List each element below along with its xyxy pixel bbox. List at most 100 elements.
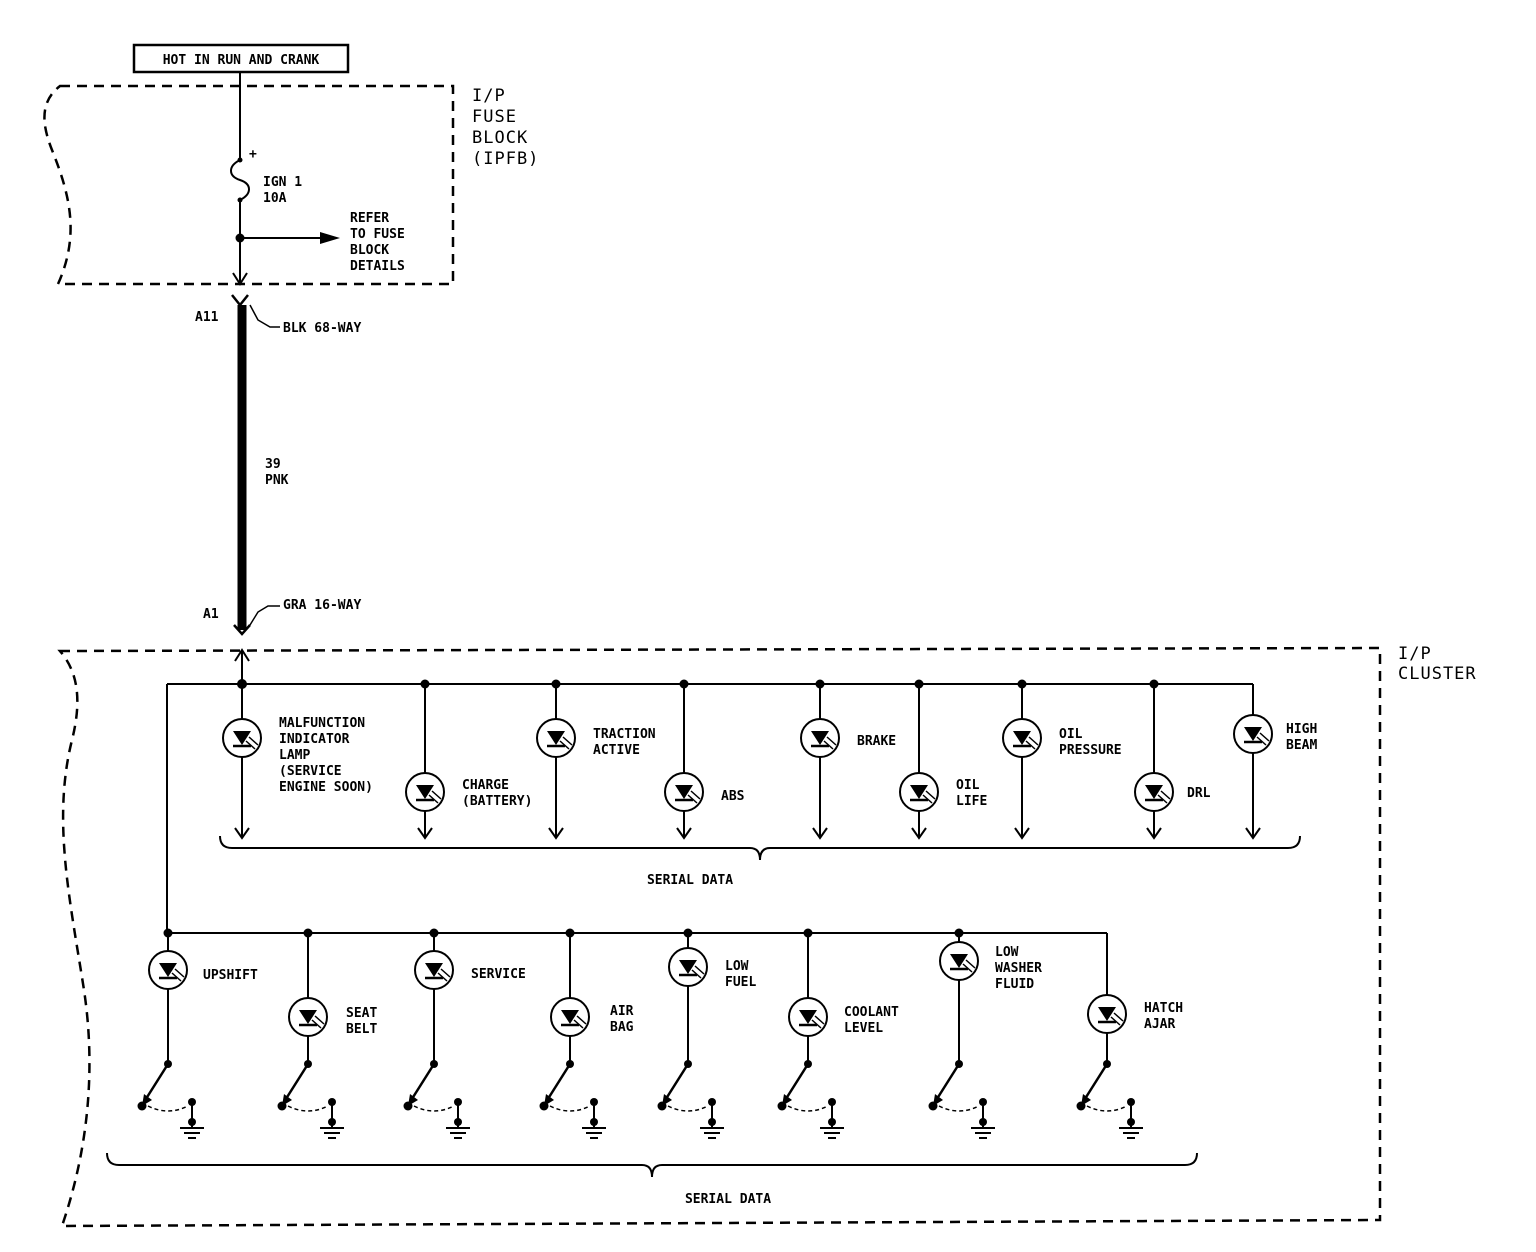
upper-connector-name: BLK 68-WAY [283, 321, 361, 336]
refer-label-line: BLOCK [350, 243, 389, 258]
refer-arrow [320, 232, 340, 244]
harness-wire: 39 PNK [237, 305, 289, 630]
row2-lamp-label-line: WASHER [995, 961, 1042, 976]
row2-lamp-label-line: LOW [725, 959, 749, 974]
serial-data-arrow [417, 827, 433, 840]
indicator-lamp-icon [1233, 714, 1273, 754]
indicator-lamp-icon [788, 997, 828, 1037]
upper-connector-pin: A11 [195, 310, 219, 325]
row1-lamp-label-line: ABS [721, 789, 745, 804]
row1-lamp-label-line: PRESSURE [1059, 743, 1122, 758]
serial-data-arrow [1146, 827, 1162, 840]
indicator-lamp-icon [148, 950, 188, 990]
fuse-polarity: + [249, 147, 257, 162]
indicator-lamp-icon [536, 718, 576, 758]
indicator-lamp-icon [939, 941, 979, 981]
row1-lamp-label-line: BEAM [1286, 738, 1317, 753]
lower-connector-pin: A1 [203, 607, 219, 622]
indicator-lamp-icon [222, 718, 262, 758]
row2-lamp-label-line: COOLANT [844, 1005, 899, 1020]
row2-lamp-label-line: AJAR [1144, 1017, 1175, 1032]
row1-lamp: BRAKE [800, 679, 896, 840]
upper-connector: A11 BLK 68-WAY [195, 294, 361, 336]
row2-lamp: SERVICE [403, 928, 526, 1139]
row1-lamp-label-line: OIL [956, 778, 980, 793]
indicator-lamp-icon [664, 772, 704, 812]
fuse-block-label-line: BLOCK [472, 128, 528, 148]
row2-lamp-label-line: HATCH [1144, 1001, 1183, 1016]
indicator-lamp-icon [1002, 718, 1042, 758]
row1-lamp: DRL [1134, 679, 1211, 840]
switch-ground-icon [137, 1060, 204, 1139]
fuse-label-line: 10A [263, 191, 287, 206]
row1-lamp-label-line: ENGINE SOON) [279, 780, 373, 795]
row2-serial-brace [106, 1152, 1198, 1178]
indicator-lamp-icon [800, 718, 840, 758]
indicator-lamp-icon [1134, 772, 1174, 812]
fuse-block-label-line: FUSE [472, 107, 517, 127]
row2-lamp-label-line: BAG [610, 1020, 634, 1035]
row2-lamp-label-line: SEAT [346, 1006, 377, 1021]
row1-lamp: ABS [664, 679, 745, 840]
row2-lamp-label-line: BELT [346, 1022, 377, 1037]
indicator-lamp-icon [405, 772, 445, 812]
switch-ground-icon [403, 1060, 470, 1139]
switch-ground-icon [657, 1060, 724, 1139]
power-source-label: HOT IN RUN AND CRANK [163, 53, 320, 68]
row1-lamp: CHARGE(BATTERY) [405, 679, 532, 840]
row1-lamp-label-line: DRL [1187, 786, 1211, 801]
switch-ground-icon [1076, 1060, 1143, 1139]
switch-ground-icon [777, 1060, 844, 1139]
row1-lamp-label-line: (SERVICE [279, 764, 342, 779]
serial-data-arrow [1014, 827, 1030, 840]
indicator-lamp-icon [668, 947, 708, 987]
wire-circuit: 39 [265, 457, 281, 472]
row2-lamp-label-line: SERVICE [471, 967, 526, 982]
lower-connector-name: GRA 16-WAY [283, 598, 361, 613]
row2-lamp-label-line: FLUID [995, 977, 1034, 992]
serial-data-arrow [548, 827, 564, 840]
row1-lamp-label-line: HIGH [1286, 722, 1317, 737]
cluster-border [57, 646, 1382, 1228]
refer-label-line: TO FUSE [350, 227, 405, 242]
row1-serial-data-label: SERIAL DATA [647, 873, 733, 888]
cluster-label-line: CLUSTER [1398, 664, 1477, 684]
indicator-lamp-icon [550, 997, 590, 1037]
fuse-block-border [43, 84, 455, 286]
cluster-label-line: I/P [1398, 644, 1432, 664]
row2-lamp-label-line: UPSHIFT [203, 968, 258, 983]
row2-lamp: UPSHIFT [137, 928, 258, 1139]
row1-lamp-label-line: BRAKE [857, 734, 896, 749]
fuse-symbol [230, 157, 250, 203]
row1-lamp-label-line: ACTIVE [593, 743, 640, 758]
row1-lamp-label-line: TRACTION [593, 727, 656, 742]
serial-data-arrow [911, 827, 927, 840]
serial-data-arrow [234, 827, 250, 840]
row1-lamp-label-line: LAMP [279, 748, 310, 763]
row1-lamp-label-line: LIFE [956, 794, 987, 809]
indicator-lamp-icon [1087, 994, 1127, 1034]
serial-data-arrow [676, 827, 692, 840]
power-source: HOT IN RUN AND CRANK [132, 43, 350, 74]
fuse-block-label-line: I/P [472, 86, 506, 106]
fuse-block-label-line: (IPFB) [472, 149, 539, 169]
row1-serial-brace [219, 835, 1301, 861]
row1-lamp-label-line: INDICATOR [279, 732, 350, 747]
row2-lamp-label-line: LOW [995, 945, 1019, 960]
serial-data-arrow [812, 827, 828, 840]
